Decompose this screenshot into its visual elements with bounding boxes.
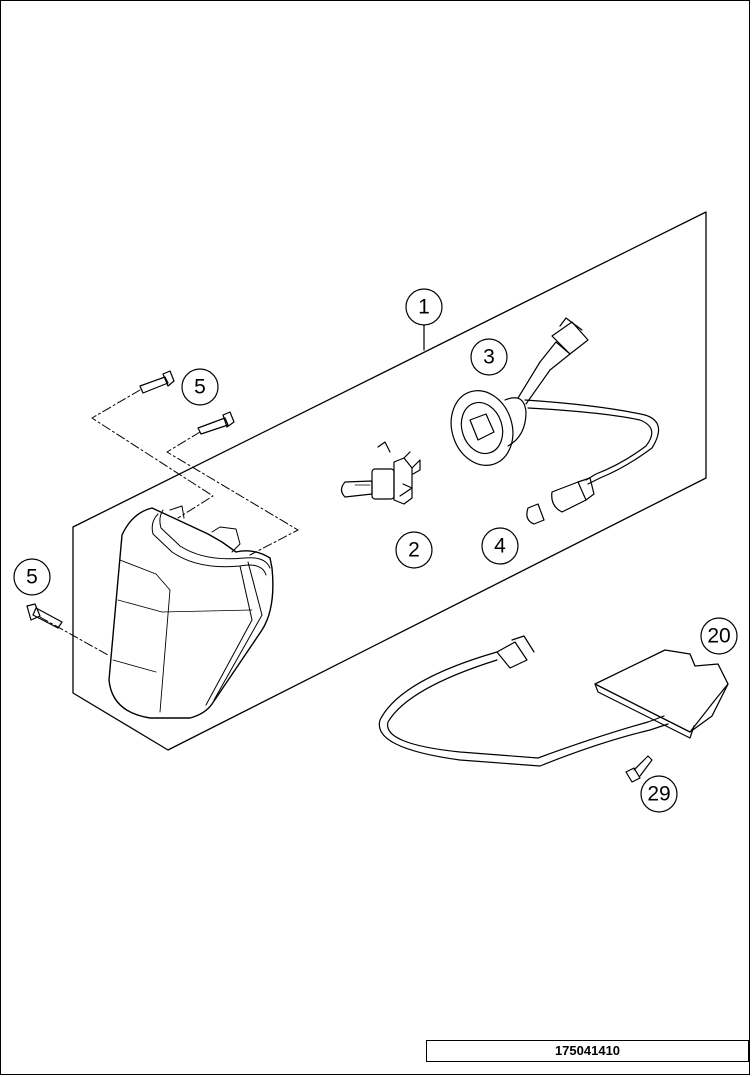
callout-29: 29	[640, 775, 678, 813]
drawing-number: 175041410	[426, 1040, 749, 1062]
callout-3: 3	[470, 338, 508, 376]
callout-5-upper: 5	[181, 368, 219, 406]
screw-5-lower	[26, 603, 63, 629]
callout-3-label: 3	[483, 346, 495, 369]
screw-29	[625, 755, 653, 783]
parking-bulb	[526, 477, 595, 525]
headlight-housing	[108, 505, 274, 719]
callout-20: 20	[700, 617, 738, 655]
license-light-20	[594, 649, 729, 739]
callout-2-label: 2	[408, 539, 420, 562]
callout-4-label: 4	[494, 535, 506, 558]
callout-2: 2	[395, 531, 433, 569]
callout-1-label: 1	[418, 296, 430, 319]
screw-5-upper	[139, 370, 175, 394]
callout-29-label: 29	[647, 783, 670, 806]
bulb-h4	[340, 441, 421, 505]
screw-axis-lines	[39, 389, 299, 656]
screw-5-middle	[197, 411, 235, 435]
callout-20-label: 20	[707, 625, 730, 648]
assembly-outline	[72, 211, 707, 751]
callout-5-lower-label: 5	[26, 566, 38, 589]
callout-5-lower: 5	[13, 558, 51, 596]
callout-5-upper-label: 5	[194, 376, 206, 399]
callout-1: 1	[405, 288, 443, 326]
callout-4: 4	[481, 527, 519, 565]
cable-harness-20	[378, 635, 669, 767]
bulb-socket-harness	[450, 317, 660, 485]
